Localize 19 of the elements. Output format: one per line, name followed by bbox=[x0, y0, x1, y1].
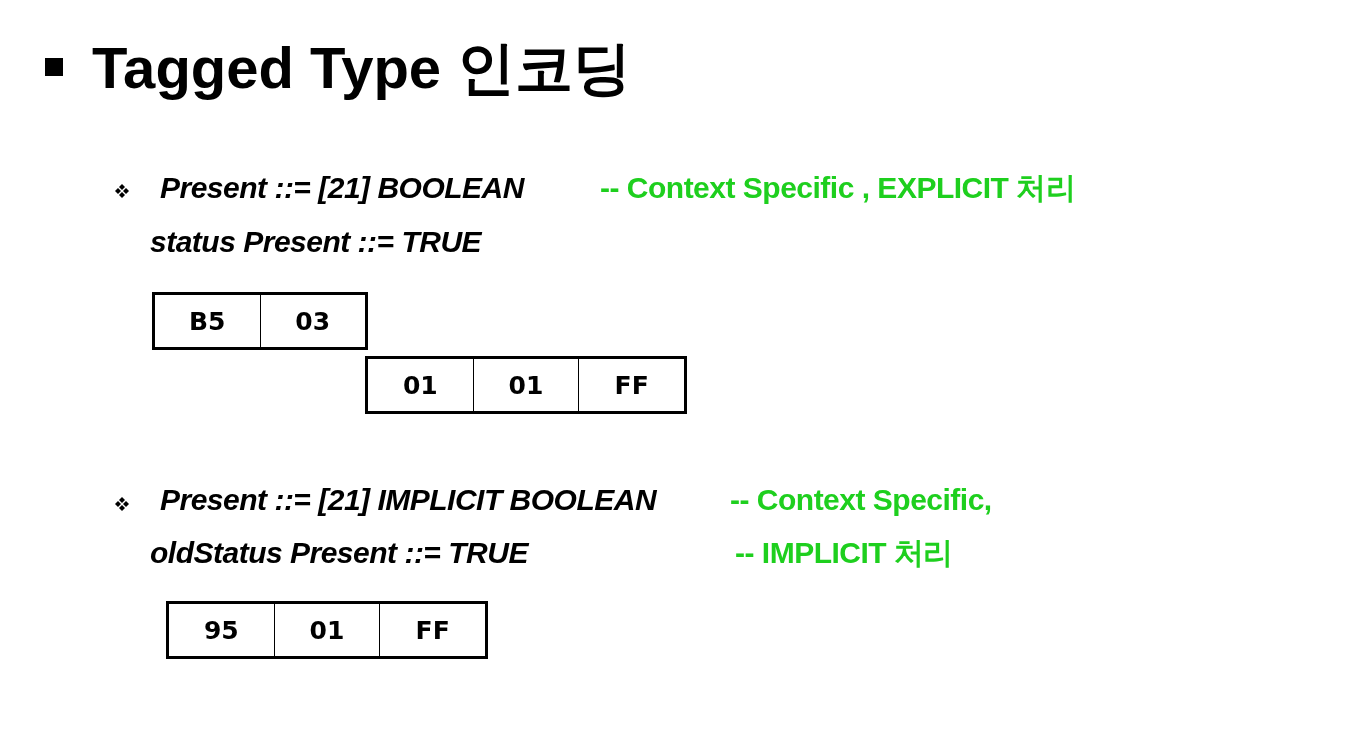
slide-title: Tagged Type 인코딩 bbox=[92, 34, 632, 102]
code-line: status Present ::= TRUE bbox=[150, 224, 482, 260]
byte-row-frame bbox=[166, 601, 488, 659]
byte-cell: 01 bbox=[274, 604, 381, 656]
byte-cell: FF bbox=[380, 604, 485, 656]
comment-text: -- Context Specific , EXPLICIT 처리 bbox=[600, 170, 1076, 206]
byte-cell: 01 bbox=[473, 359, 580, 411]
comment-text: -- IMPLICIT 처리 bbox=[735, 535, 953, 571]
code-line: oldStatus Present ::= TRUE bbox=[150, 535, 528, 571]
byte-cell: 03 bbox=[260, 295, 365, 347]
byte-cell: 01 bbox=[368, 359, 474, 411]
comment-text: -- Context Specific, bbox=[730, 482, 992, 518]
byte-cell: B5 bbox=[155, 295, 261, 347]
byte-row-frame bbox=[152, 292, 368, 350]
code-line: Present ::= [21] IMPLICIT BOOLEAN bbox=[160, 482, 657, 518]
byte-row-frame bbox=[365, 356, 687, 414]
byte-cell: FF bbox=[579, 359, 684, 411]
byte-cell: 95 bbox=[169, 604, 275, 656]
code-line: Present ::= [21] BOOLEAN bbox=[160, 170, 524, 206]
